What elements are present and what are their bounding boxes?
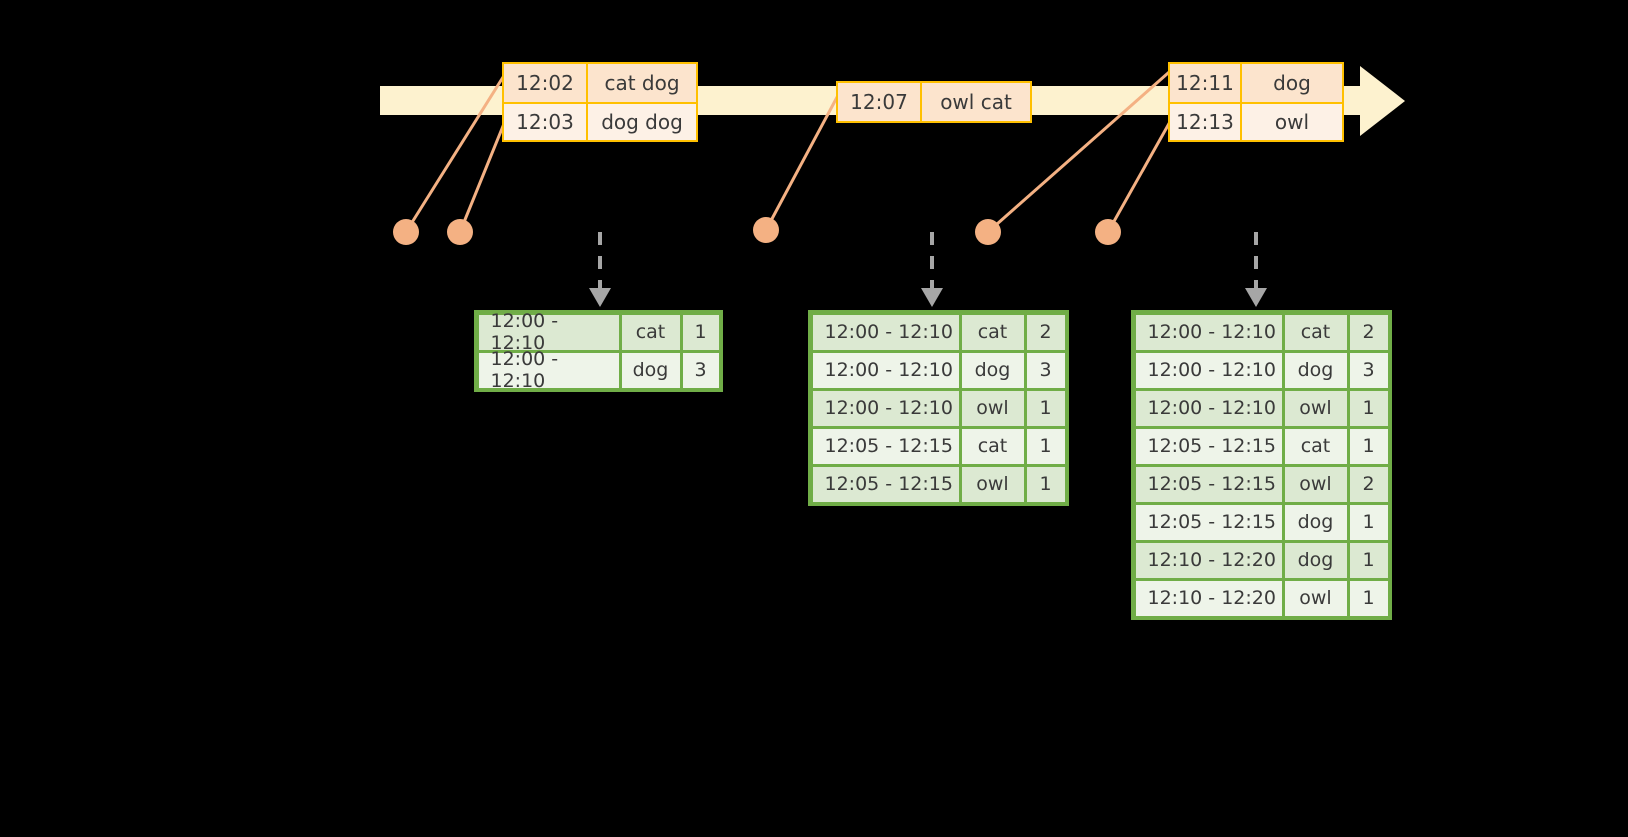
event-words: dog (1242, 64, 1342, 102)
event-row: 12:11 dog (1170, 64, 1342, 102)
marker-12-11 (975, 219, 1001, 245)
word-cell: cat (961, 314, 1024, 350)
event-words: owl cat (922, 83, 1030, 121)
count-cell: 1 (1349, 428, 1388, 464)
event-time: 12:13 (1170, 104, 1242, 140)
window-cell: 12:10 - 12:20 (1135, 580, 1282, 616)
event-time: 12:07 (838, 83, 922, 121)
word-cell: cat (1284, 314, 1347, 350)
word-cell: owl (961, 466, 1024, 502)
count-cell: 1 (682, 314, 719, 350)
word-cell: owl (961, 390, 1024, 426)
event-words: owl (1242, 104, 1342, 140)
event-words: cat dog (588, 64, 696, 102)
word-cell: dog (621, 352, 680, 388)
count-cell: 2 (1026, 314, 1065, 350)
count-cell: 1 (1026, 466, 1065, 502)
event-row: 12:02 cat dog (504, 64, 696, 102)
word-cell: dog (961, 352, 1024, 388)
timeline-arrowhead-icon (1360, 66, 1405, 136)
word-cell: cat (1284, 428, 1347, 464)
event-time: 12:02 (504, 64, 588, 102)
window-cell: 12:00 - 12:10 (478, 310, 619, 354)
event-row: 12:07 owl cat (838, 83, 1030, 121)
window-cell: 12:00 - 12:10 (1135, 314, 1282, 350)
marker-12-13 (1095, 219, 1121, 245)
count-cell: 1 (1026, 428, 1065, 464)
window-cell: 12:00 - 12:10 (1135, 390, 1282, 426)
window-cell: 12:05 - 12:15 (1135, 428, 1282, 464)
marker-12-03 (447, 219, 473, 245)
word-cell: dog (1284, 504, 1347, 540)
marker-12-07 (753, 217, 779, 243)
word-cell: owl (1284, 466, 1347, 502)
word-cell: owl (1284, 580, 1347, 616)
window-cell: 12:05 - 12:15 (812, 466, 959, 502)
count-cell: 1 (1026, 390, 1065, 426)
word-cell: dog (1284, 352, 1347, 388)
count-cell: 3 (682, 352, 719, 388)
count-cell: 3 (1349, 352, 1388, 388)
count-cell: 3 (1026, 352, 1065, 388)
count-cell: 2 (1349, 314, 1388, 350)
event-group-3: 12:11 dog 12:13 owl (1168, 62, 1344, 142)
event-row: 12:13 owl (1170, 102, 1342, 140)
word-cell: owl (1284, 390, 1347, 426)
window-cell: 12:00 - 12:10 (478, 348, 619, 392)
window-cell: 12:00 - 12:10 (1135, 352, 1282, 388)
word-cell: cat (621, 314, 680, 350)
word-cell: dog (1284, 542, 1347, 578)
count-cell: 1 (1349, 504, 1388, 540)
window-cell: 12:05 - 12:15 (1135, 504, 1282, 540)
count-cell: 1 (1349, 390, 1388, 426)
count-cell: 1 (1349, 542, 1388, 578)
marker-12-02 (393, 219, 419, 245)
window-cell: 12:00 - 12:10 (812, 314, 959, 350)
count-cell: 1 (1349, 580, 1388, 616)
word-cell: cat (961, 428, 1024, 464)
window-cell: 12:00 - 12:10 (812, 352, 959, 388)
event-time: 12:11 (1170, 64, 1242, 102)
event-words: dog dog (588, 104, 696, 140)
count-cell: 2 (1349, 466, 1388, 502)
event-time: 12:03 (504, 104, 588, 140)
event-row: 12:03 dog dog (504, 102, 696, 140)
window-cell: 12:10 - 12:20 (1135, 542, 1282, 578)
window-cell: 12:05 - 12:15 (812, 428, 959, 464)
window-cell: 12:05 - 12:15 (1135, 466, 1282, 502)
event-group-2: 12:07 owl cat (836, 81, 1032, 123)
window-cell: 12:00 - 12:10 (812, 390, 959, 426)
event-group-1: 12:02 cat dog 12:03 dog dog (502, 62, 698, 142)
